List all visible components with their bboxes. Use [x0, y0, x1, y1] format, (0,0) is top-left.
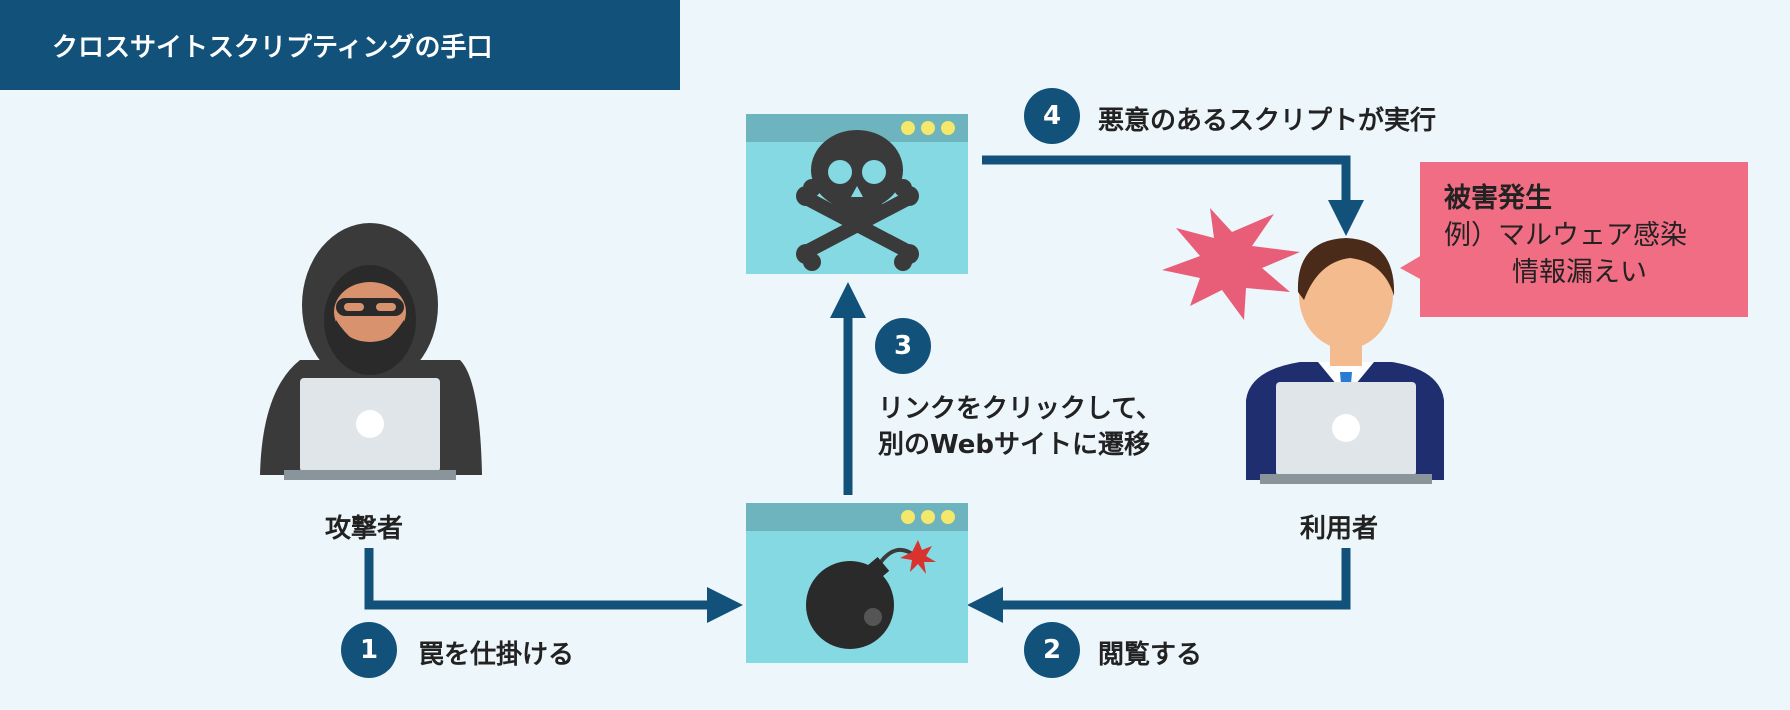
user-label: 利用者 [1300, 514, 1379, 544]
page-title-text: クロスサイトスクリプティングの手口 [52, 32, 493, 63]
step-2-label: 閲覧する [1098, 640, 1203, 670]
arrow-step-1 [364, 548, 743, 623]
malicious-site-window [746, 114, 968, 274]
step-3-label-line1: リンクをクリックして、 [878, 394, 1162, 424]
damage-callout: 被害発生 例）マルウェア感染 情報漏えい [1420, 162, 1748, 317]
skull-crossbones-icon [796, 130, 919, 271]
damage-title: 被害発生 [1444, 183, 1552, 214]
arrow-step-4 [982, 155, 1364, 236]
impact-burst-icon [1162, 208, 1300, 320]
bomb-icon [806, 540, 936, 649]
user-laptop-icon [1260, 382, 1432, 484]
attacker-label: 攻撃者 [325, 514, 404, 544]
damage-example-line2: 情報漏えい [1512, 257, 1647, 288]
arrow-step-2 [967, 548, 1351, 623]
step-2-badge: 2 [1024, 622, 1080, 678]
step-3-badge: 3 [875, 318, 931, 374]
step-3-label-line2: 別のWebサイトに遷移 [878, 430, 1150, 460]
attacker-laptop-icon [284, 378, 456, 480]
step-4-badge: 4 [1024, 88, 1080, 144]
step-4-label: 悪意のあるスクリプトが実行 [1098, 106, 1437, 136]
page-title: クロスサイトスクリプティングの手口 [0, 0, 680, 90]
step-1-badge: 1 [341, 622, 397, 678]
damage-example-line1: 例）マルウェア感染 [1444, 220, 1687, 251]
trap-site-window [746, 503, 968, 663]
step-1-label: 罠を仕掛ける [418, 640, 575, 670]
callout-pointer [1400, 255, 1422, 280]
